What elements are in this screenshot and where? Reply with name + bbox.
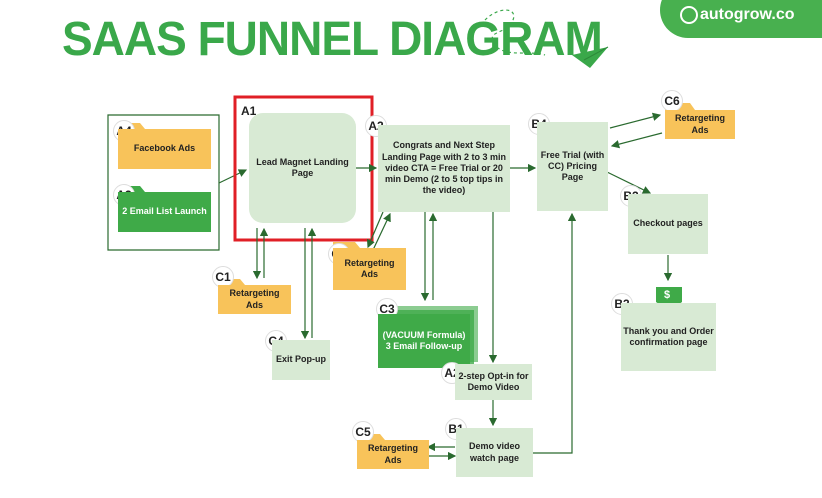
two-step-optin: 2-step Opt-in for Demo Video (455, 364, 532, 400)
checkout-pages: Checkout pages (628, 194, 708, 254)
page-title: SAAS FUNNEL DIAGRAM (62, 11, 603, 66)
c5-retargeting-ads: Retargeting Ads (357, 440, 429, 469)
facebook-ads-card: Facebook Ads (118, 129, 211, 169)
thank-you-confirmation-page: Thank you and Order confirmation page (621, 303, 716, 371)
email-list-launch-card: 2 Email List Launch (118, 192, 211, 232)
brand-name: autogrow.co (700, 6, 795, 23)
decorative-swirl (484, 9, 546, 56)
email-follow-up-card: (VACUUM Formula) 3 Email Follow-up (378, 314, 470, 368)
c1-badge: C1 (212, 266, 234, 288)
lead-magnet-landing-page: Lead Magnet Landing Page (249, 113, 356, 223)
a1-label: A1 (241, 104, 257, 118)
demo-video-watch-page: Demo video watch page (456, 428, 533, 477)
exit-popup: Exit Pop-up (272, 340, 330, 380)
autogrow-logo-icon (680, 6, 698, 24)
free-trial-pricing-page: Free Trial (with CC) Pricing Page (537, 122, 608, 211)
dollar-sign: $ (664, 289, 671, 301)
c2-retargeting-ads: Retargeting Ads (333, 248, 406, 290)
c6-badge: C6 (661, 90, 683, 112)
c1-retargeting-ads: Retargeting Ads (218, 285, 291, 314)
c6-retargeting-ads: Retargeting Ads (665, 110, 735, 139)
congrats-landing-page: Congrats and Next Step Landing Page with… (378, 125, 510, 212)
